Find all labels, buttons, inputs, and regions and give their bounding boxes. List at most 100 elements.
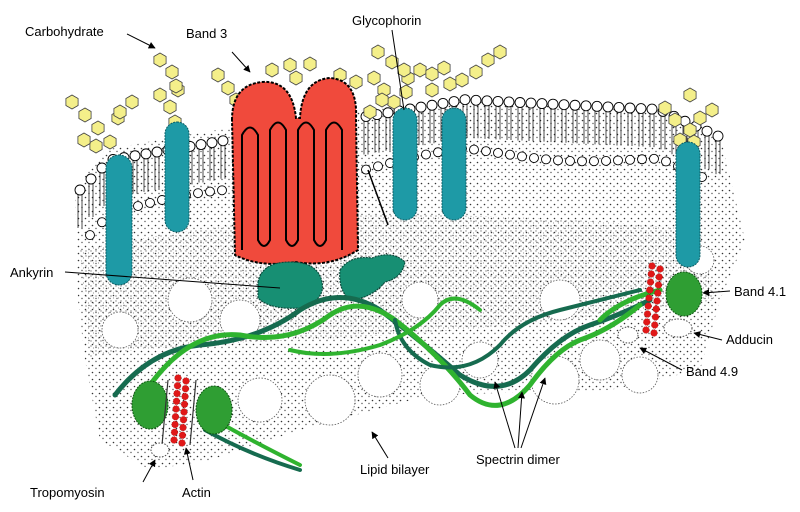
label-actin: Actin	[182, 485, 211, 500]
label-adducin: Adducin	[726, 332, 773, 347]
pointer-band49	[639, 347, 683, 371]
lipid-head	[503, 96, 515, 108]
carbohydrate-unit	[481, 52, 495, 68]
carbohydrate-unit	[385, 54, 399, 70]
carbohydrate-unit	[425, 66, 439, 82]
lipid-head	[448, 96, 460, 107]
lipid-head	[558, 99, 570, 111]
adducin-protein	[663, 318, 693, 338]
junction-complex-right	[617, 262, 703, 344]
actin-subunit	[179, 416, 188, 424]
label-carbohydrate: Carbohydrate	[25, 24, 104, 39]
lipid-head	[481, 146, 491, 157]
lipid-head	[129, 150, 141, 162]
carbohydrate-unit	[367, 70, 381, 86]
spectrin-strand-light	[147, 302, 643, 408]
actin-subunit	[648, 262, 656, 270]
lipid-head	[206, 137, 218, 149]
label-tropomyosin: Tropomyosin	[30, 485, 105, 500]
carbohydrate-unit	[91, 120, 105, 136]
band3-loops	[241, 121, 343, 250]
lipid-head	[133, 201, 143, 211]
carbohydrate-unit	[658, 100, 672, 116]
lipid-head	[437, 97, 449, 109]
carbohydrate-unit	[89, 138, 103, 154]
actin-subunit	[170, 436, 178, 444]
actin-subunit	[171, 420, 179, 429]
carbohydrate-unit	[693, 110, 707, 126]
lipid-head	[577, 156, 587, 167]
label-band49: Band 4.9	[686, 364, 738, 379]
spectrin-tail	[597, 287, 663, 323]
band3-tether	[367, 169, 389, 226]
lipid-vesicle	[167, 277, 213, 323]
actin-subunit	[655, 273, 663, 281]
carbohydrate-unit	[399, 84, 413, 100]
lipid-head	[205, 186, 215, 197]
carbohydrate-unit	[153, 87, 167, 103]
lipid-head	[382, 107, 394, 119]
lipid-head	[635, 103, 647, 115]
carbohydrate-chains	[65, 44, 719, 154]
lipid-head	[624, 102, 636, 114]
actin-subunit	[172, 405, 180, 413]
actin-subunit	[172, 397, 181, 405]
pointer-lipid-bilayer	[371, 431, 389, 459]
tropomyosin-filament	[189, 379, 197, 446]
carbohydrate-unit	[455, 72, 469, 88]
carbohydrate-unit	[397, 62, 411, 78]
carbohydrate-unit	[169, 78, 183, 94]
lipid-head	[217, 135, 229, 147]
lipid-head	[646, 103, 658, 115]
carbohydrate-unit	[153, 52, 167, 68]
band41-protein	[195, 385, 233, 435]
actin-subunit	[651, 321, 659, 329]
carbohydrate-unit	[493, 44, 507, 60]
lipid-head	[195, 139, 207, 150]
glycophorin-protein	[164, 121, 190, 233]
actin-subunit	[178, 431, 187, 439]
lipid-head	[514, 97, 526, 108]
carbohydrate-unit	[289, 70, 303, 86]
lipid-vesicle	[357, 352, 403, 398]
lipid-head	[547, 98, 559, 110]
lipid-heads-bottom	[101, 245, 715, 426]
lipid-head	[589, 156, 599, 167]
lipid-head	[712, 130, 724, 142]
lipid-head	[459, 94, 471, 106]
spectrin-dimers	[112, 287, 663, 472]
label-lipid-bilayer: Lipid bilayer	[360, 462, 430, 477]
carbohydrate-unit	[375, 92, 389, 108]
lipid-head	[553, 155, 563, 166]
carbohydrate-unit	[425, 82, 439, 98]
actin-subunit	[173, 389, 181, 398]
lipid-head	[74, 184, 86, 196]
carbohydrate-unit	[265, 62, 279, 78]
pointer-spectrin-a	[493, 381, 516, 449]
carbohydrate-unit	[705, 102, 719, 118]
lipid-vesicle	[304, 374, 356, 426]
lipid-vesicle	[101, 311, 139, 349]
label-band41: Band 4.1	[734, 284, 786, 299]
pointer-band41	[702, 289, 731, 297]
lipid-head	[433, 147, 443, 158]
lipid-head	[85, 230, 95, 241]
label-glycophorin: Glycophorin	[352, 13, 421, 28]
spectrin-strand-light	[288, 296, 482, 356]
actin-subunit	[179, 423, 187, 432]
actin-filament	[170, 374, 190, 447]
actin-subunit	[652, 305, 660, 313]
actin-subunit	[643, 318, 651, 326]
label-pointers	[64, 29, 731, 483]
actin-subunit	[643, 310, 652, 318]
lipid-vesicle	[237, 377, 283, 423]
lipid-head	[481, 95, 493, 107]
actin-subunit	[178, 439, 186, 447]
actin-subunit	[642, 326, 650, 334]
lipid-head	[529, 153, 539, 163]
pointer-spectrin-c	[520, 377, 547, 449]
actin-subunit	[647, 270, 655, 278]
carbohydrate-unit	[349, 74, 363, 90]
lipid-head	[637, 154, 647, 165]
